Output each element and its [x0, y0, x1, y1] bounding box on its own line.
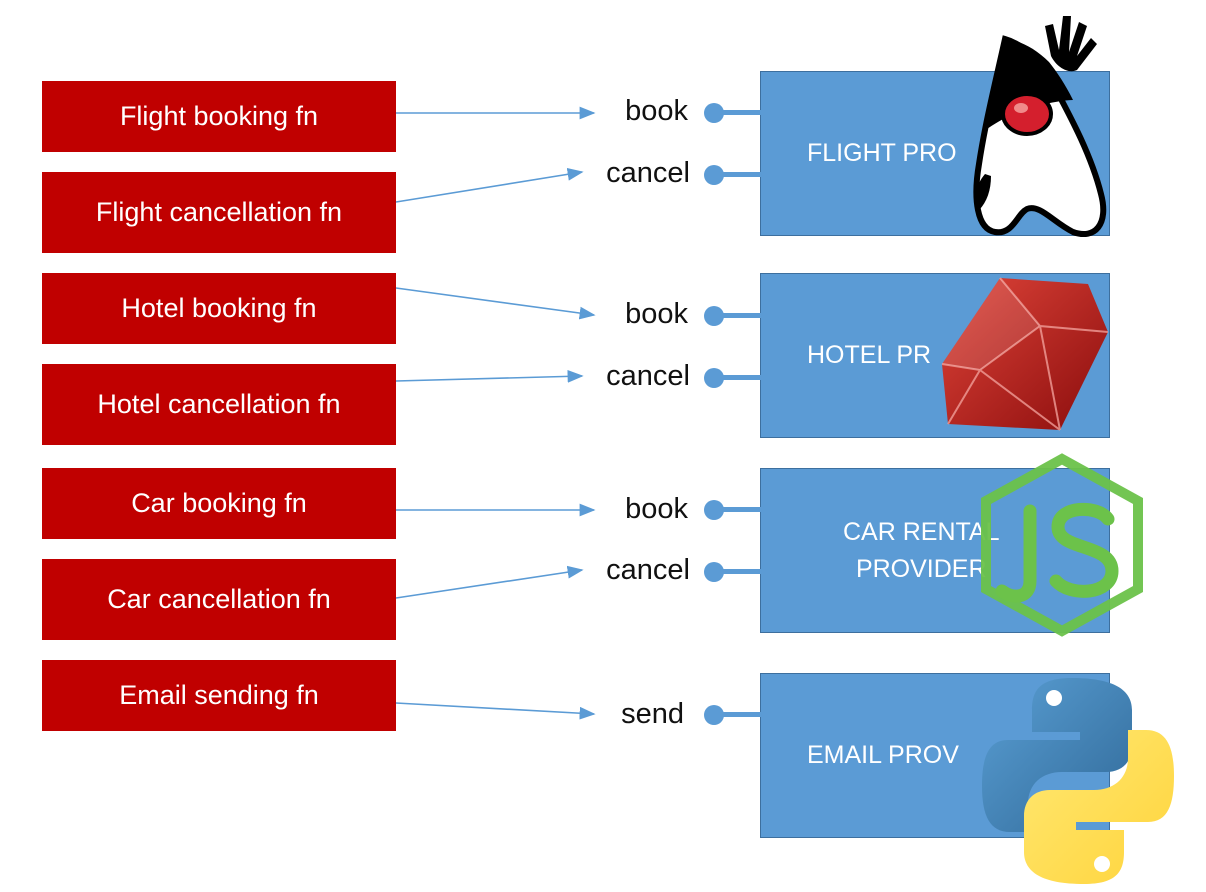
- arrow-car-cancel: [395, 565, 584, 599]
- port-dot: [704, 500, 724, 520]
- port-label-send: send: [621, 698, 684, 730]
- function-label: Hotel booking fn: [121, 293, 317, 323]
- provider-label: EMAIL PROV: [807, 741, 959, 770]
- function-box-hotel-cancellation: Hotel cancellation fn: [42, 364, 396, 445]
- arrow-hotel-cancel: [395, 369, 584, 383]
- function-label: Car cancellation fn: [107, 584, 331, 614]
- port-connector: [714, 375, 762, 380]
- port-label-book: book: [625, 298, 688, 330]
- port-dot: [704, 306, 724, 326]
- port-dot: [704, 368, 724, 388]
- function-box-flight-cancellation: Flight cancellation fn: [42, 172, 396, 253]
- function-box-car-cancellation: Car cancellation fn: [42, 559, 396, 640]
- ruby-gem-icon: [941, 277, 1109, 431]
- port-dot: [704, 165, 724, 185]
- port-connector: [714, 712, 762, 717]
- port-label-book: book: [625, 493, 688, 525]
- port-connector: [714, 172, 762, 177]
- port-label-cancel: cancel: [606, 157, 690, 189]
- arrow-email-send: [395, 702, 596, 720]
- port-connector: [714, 569, 762, 574]
- function-box-email-sending: Email sending fn: [42, 660, 396, 731]
- port-dot: [704, 705, 724, 725]
- provider-label: FLIGHT PRO: [807, 139, 957, 168]
- port-dot: [704, 103, 724, 123]
- provider-label: HOTEL PR: [807, 341, 932, 370]
- port-label-cancel: cancel: [606, 360, 690, 392]
- function-box-flight-booking: Flight booking fn: [42, 81, 396, 152]
- port-connector: [714, 313, 762, 318]
- java-duke-icon: [973, 16, 1107, 237]
- arrow-flight-cancel: [395, 167, 584, 203]
- port-connector: [714, 507, 762, 512]
- function-label: Flight booking fn: [119, 101, 319, 131]
- arrow-hotel-book: [395, 287, 596, 320]
- provider-label: CAR RENTAL PROVIDER: [843, 518, 1000, 583]
- function-label: Hotel cancellation fn: [97, 389, 341, 419]
- nodejs-icon: [981, 453, 1143, 637]
- function-box-car-booking: Car booking fn: [42, 468, 396, 539]
- function-label: Email sending fn: [119, 680, 319, 710]
- function-label: Flight cancellation fn: [95, 197, 343, 227]
- python-icon: [982, 678, 1174, 884]
- port-label-cancel: cancel: [606, 554, 690, 586]
- port-connector: [714, 110, 762, 115]
- function-label: Car booking fn: [131, 488, 307, 518]
- function-box-hotel-booking: Hotel booking fn: [42, 273, 396, 344]
- port-dot: [704, 562, 724, 582]
- port-label-book: book: [625, 95, 688, 127]
